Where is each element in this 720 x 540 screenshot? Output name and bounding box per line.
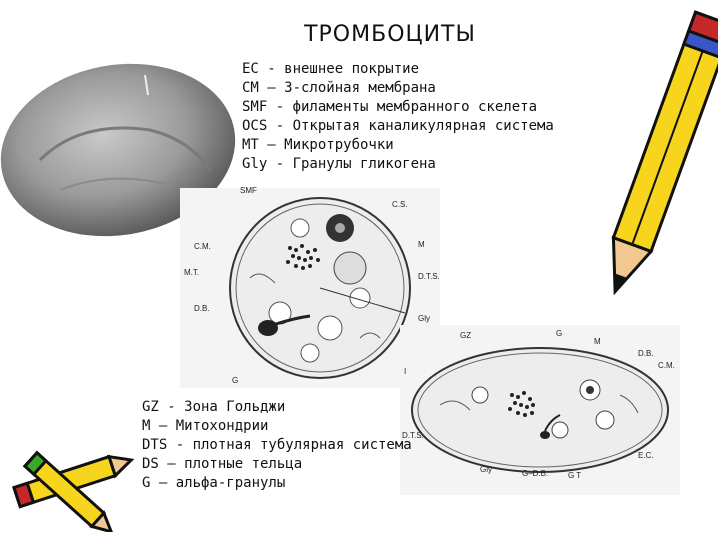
label-g: G [232,376,239,385]
label-cs: C.S. [392,200,408,209]
legend-item: DTS - плотная тубулярная система [142,437,412,453]
legend-top: EC - внешнее покрытие CM – 3-слойная мем… [242,60,554,174]
legend-item: CM – 3-слойная мембрана [242,80,436,96]
legend-item: M – Митохондрии [142,418,269,434]
label-g: G [556,329,563,338]
legend-item: OCS - Открытая каналикулярная система [242,118,554,134]
label-gdb: G–D.B. [522,469,549,478]
label-mt: M.T. [184,268,200,277]
label-gly: Gly [480,465,492,474]
legend-item: G – альфа-гранулы [142,475,286,491]
label-cm: C.M. [194,242,211,251]
pencil-icon [608,0,718,320]
platelet-micrograph [0,50,240,240]
platelet-diagram-oval: GZ G M D.B. C.M. I D.T.S. E.C. Gly G–D.B… [400,325,680,495]
label-m: M [418,240,425,249]
label-gt: G T [568,471,582,480]
label-gly: Gly [418,314,430,323]
legend-item: Gly - Гранулы гликогена [242,156,436,172]
label-dts: D.T.S. [402,431,424,440]
label-dts: D.T.S. [418,272,440,281]
label-gz: GZ [460,331,472,340]
page-title: ТРОМБОЦИТЫ [304,22,476,47]
label-i: I [404,367,407,376]
label-db: D.B. [194,304,210,313]
legend-item: GZ - Зона Гольджи [142,399,286,415]
legend-item: MT – Микротрубочки [242,137,394,153]
platelet-diagram-round: SMF C.S. C.M. M M.T. D.T.S. D.B. Gly G [180,186,440,388]
label-smf: SMF [240,186,257,195]
legend-item: SMF - филаменты мембранного скелета [242,99,538,115]
label-ec: E.C. [638,451,654,460]
label-m: M [594,337,601,346]
label-cm: C.M. [658,361,675,370]
crossed-pencils-icon [0,432,140,532]
legend-item: DS – плотные тельца [142,456,303,472]
legend-bottom: GZ - Зона Гольджи M – Митохондрии DTS - … [142,398,412,493]
label-db: D.B. [638,349,654,358]
legend-item: EC - внешнее покрытие [242,61,420,77]
